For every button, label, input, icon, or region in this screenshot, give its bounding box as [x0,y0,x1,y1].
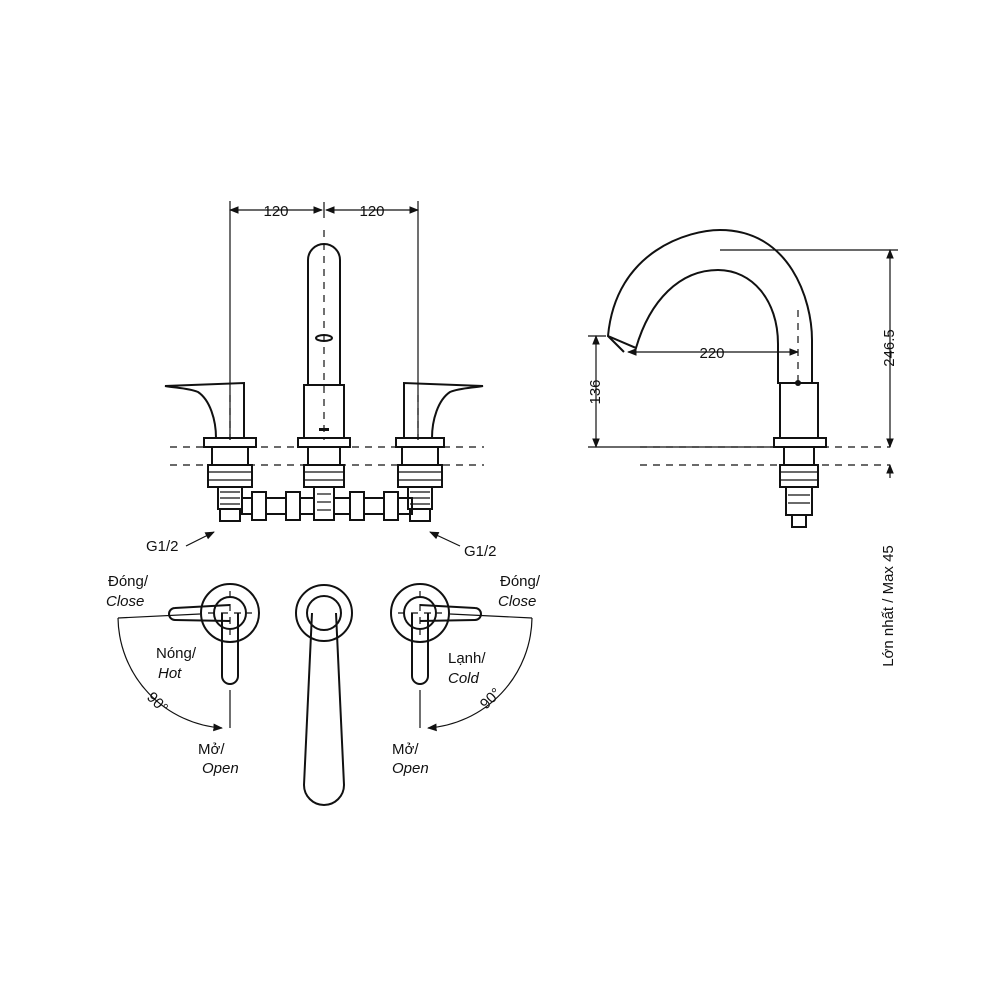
hot-label-vn: Nóng/ [156,645,197,662]
deck-height-label: 136 [587,379,604,404]
cold-close-vn: Đóng/ [500,573,541,590]
side-view: 220 136 246.5 Lớn nhất / Max 45 [587,228,898,667]
front-view: 120 120 [146,201,497,560]
top-view: Đóng/ Close Nóng/ Hot 90° Mở/ Open Đóng/ [106,573,541,806]
hot-close-en: Close [106,593,144,610]
shanks [207,446,443,522]
hot-handle-top: Đóng/ Close Nóng/ Hot 90° Mở/ Open [106,573,260,777]
hot-close-vn: Đóng/ [108,573,149,590]
hot-angle-label: 90° [143,689,171,717]
center-spout-top [295,584,353,806]
hot-open-vn: Mở/ [198,741,225,758]
left-spacing-label: 120 [263,203,288,220]
cold-open-vn: Mở/ [392,741,419,758]
cold-open-en: Open [392,760,429,777]
center-spout-front [303,230,345,440]
cold-label-en: Cold [448,670,480,687]
cold-close-en: Close [498,593,536,610]
gooseneck-spout [606,228,813,384]
hot-label-en: Hot [158,665,182,682]
thread-labels: G1/2 G1/2 [146,531,497,560]
side-body [779,382,819,439]
hot-open-en: Open [202,760,239,777]
total-height-label: 246.5 [881,329,898,367]
cold-handle-front [403,381,484,440]
right-spacing-label: 120 [359,203,384,220]
left-thread-label: G1/2 [146,538,179,555]
max-thickness-label: Lớn nhất / Max 45 [880,545,897,667]
cold-label-vn: Lạnh/ [448,650,486,667]
connecting-pipes [241,486,413,521]
spout-reach-label: 220 [699,345,724,362]
hot-handle-front [164,381,245,440]
cold-handle-top: Đóng/ Close Lạnh/ Cold 90° Mở/ Open [390,573,541,777]
right-thread-label: G1/2 [464,543,497,560]
cold-angle-label: 90° [477,685,505,713]
deck-plates [170,437,484,466]
